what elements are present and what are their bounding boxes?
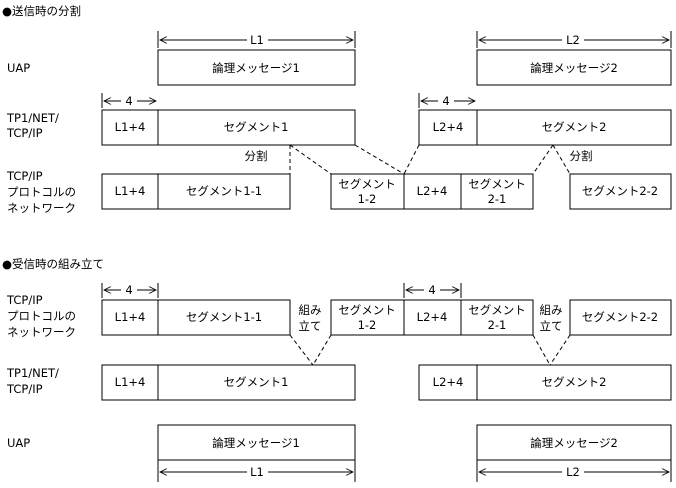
recv-dim-l1: L1 xyxy=(157,460,356,482)
recv-layer-tp1-line1: TP1/NET/ xyxy=(6,366,59,380)
send-dim-l1-label: L1 xyxy=(250,33,264,47)
recv-net-header-1-label: L1+4 xyxy=(115,310,146,324)
send-logical-message-1 xyxy=(157,49,356,86)
send-layer-tp1-line2: TCP/IP xyxy=(6,126,43,140)
send-layer-uap: UAP xyxy=(7,61,30,75)
send-segment-1-label: セグメント1 xyxy=(224,120,289,134)
recv-header-2 xyxy=(418,364,478,401)
recv-layer-tcp-line2: プロトコルの xyxy=(7,309,76,323)
send-split-label-b: 分割 xyxy=(570,149,593,163)
send-net-segment-1-2-label-2: 1-2 xyxy=(358,192,377,206)
send-net-segment-2-1-label-2: 2-1 xyxy=(488,192,507,206)
recv-assemble-label-a-2: 立て xyxy=(299,319,322,333)
recv-logical-message-1-label: 論理メッセージ1 xyxy=(212,436,300,450)
send-layer-tp1-line1: TP1/NET/ xyxy=(6,111,59,125)
recv-dim-l2: L2 xyxy=(476,460,672,482)
recv-layer-uap: UAP xyxy=(7,436,30,450)
send-dim-l2: L2 xyxy=(476,31,672,48)
send-net-segment-1-2-label-1: セグメント xyxy=(338,177,396,191)
recv-segment-2 xyxy=(476,364,672,401)
send-header-1 xyxy=(101,109,159,146)
send-dim-l2-label: L2 xyxy=(566,33,580,47)
send-header-1-label: L1+4 xyxy=(115,120,146,134)
send-dim-4-b-label: 4 xyxy=(442,94,449,108)
recv-assemble-label-b-1: 組み xyxy=(540,303,563,317)
send-layer-tcp-line1: TCP/IP xyxy=(6,169,43,183)
recv-net-segment-2-1-label-2: 2-1 xyxy=(488,318,507,332)
send-net-segment-2-1-label-1: セグメント xyxy=(468,177,526,191)
recv-net-segment-1-2-label-2: 1-2 xyxy=(358,318,377,332)
send-layer-tcp-line2: プロトコルの xyxy=(7,185,76,199)
send-logical-message-2-label: 論理メッセージ2 xyxy=(530,61,618,75)
send-dim-l1: L1 xyxy=(157,31,356,48)
send-net-header-1-label: L1+4 xyxy=(115,184,146,198)
send-section-title: ●送信時の分割 xyxy=(2,4,81,18)
recv-segment-1 xyxy=(157,364,356,401)
send-net-segment-1-1-label: セグメント1-1 xyxy=(186,184,262,198)
send-split-lines xyxy=(289,144,571,175)
send-dim-4-a: 4 xyxy=(101,93,156,108)
recv-layer-tcp-line1: TCP/IP xyxy=(6,293,43,307)
recv-layer-tp1-line2: TCP/IP xyxy=(6,382,43,396)
recv-layer-tcp-line3: ネットワーク xyxy=(7,325,76,339)
recv-segment-2-label: セグメント2 xyxy=(542,375,607,389)
send-net-segment-1-2 xyxy=(330,173,405,210)
recv-logical-message-2 xyxy=(476,424,672,461)
recv-dim-l2-label: L2 xyxy=(566,465,580,479)
recv-logical-message-2-label: 論理メッセージ2 xyxy=(530,436,618,450)
recv-dim-4-b: 4 xyxy=(403,283,462,298)
send-net-header-2-label: L2+4 xyxy=(417,184,448,198)
recv-net-segment-1-1 xyxy=(157,299,291,336)
send-net-segment-1-1 xyxy=(157,173,291,210)
send-net-header-1 xyxy=(101,173,159,210)
recv-logical-message-1 xyxy=(157,424,356,461)
send-net-segment-2-1 xyxy=(460,173,534,210)
send-segment-2 xyxy=(476,109,672,146)
recv-dim-4-a: 4 xyxy=(101,283,159,298)
recv-dim-l1-label: L1 xyxy=(250,465,264,479)
recv-net-segment-1-2-label-1: セグメント xyxy=(338,303,396,317)
recv-net-segment-2-1-label-1: セグメント xyxy=(468,303,526,317)
send-segment-2-label: セグメント2 xyxy=(542,120,607,134)
recv-header-1 xyxy=(101,364,159,401)
send-segment-1 xyxy=(157,109,356,146)
recv-net-segment-1-1-label: セグメント1-1 xyxy=(186,310,262,324)
send-dim-4-b: 4 xyxy=(418,93,475,108)
recv-header-2-label: L2+4 xyxy=(433,375,464,389)
recv-assemble-label-b-2: 立て xyxy=(540,319,563,333)
send-net-segment-2-2-label: セグメント2-2 xyxy=(582,184,658,198)
recv-dim-4-a-label: 4 xyxy=(125,283,132,297)
recv-section-title: ●受信時の組み立て xyxy=(2,257,104,271)
send-net-segment-2-2 xyxy=(569,173,672,210)
recv-net-header-2-label: L2+4 xyxy=(417,310,448,324)
send-header-2-label: L2+4 xyxy=(433,120,464,134)
recv-assemble-label-a-1: 組み xyxy=(299,303,322,317)
send-layer-tcp-line3: ネットワーク xyxy=(7,201,76,215)
send-logical-message-2 xyxy=(476,49,672,86)
send-split-label-a: 分割 xyxy=(245,149,268,163)
send-dim-4-a-label: 4 xyxy=(125,94,132,108)
recv-assemble-lines xyxy=(289,334,571,366)
recv-dim-4-b-label: 4 xyxy=(428,283,435,297)
recv-header-1-label: L1+4 xyxy=(115,375,146,389)
send-net-header-2 xyxy=(403,173,462,210)
recv-segment-1-label: セグメント1 xyxy=(224,375,289,389)
recv-net-header-1 xyxy=(101,299,159,336)
send-logical-message-1-label: 論理メッセージ1 xyxy=(212,61,300,75)
recv-net-segment-2-2 xyxy=(569,299,672,336)
recv-net-segment-2-2-label: セグメント2-2 xyxy=(582,310,658,324)
recv-net-segment-1-2 xyxy=(330,299,405,336)
recv-net-header-2 xyxy=(403,299,462,336)
recv-net-segment-2-1 xyxy=(460,299,534,336)
